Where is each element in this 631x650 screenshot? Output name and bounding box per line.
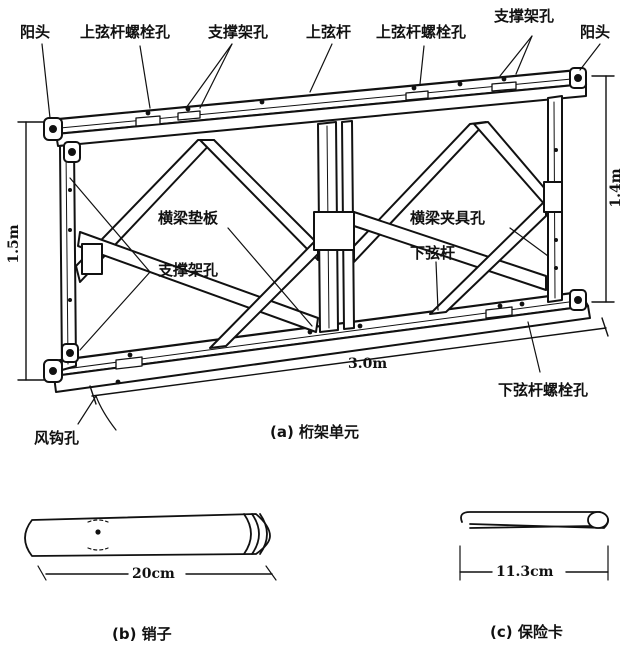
dim-height-right: 1.4m — [608, 168, 624, 208]
dim-length: 3.0m — [348, 356, 388, 372]
dim-pin-length: 20cm — [132, 566, 175, 582]
caption-c: (c) 保险卡 — [490, 623, 563, 641]
label-female-head-right: 阳头 — [580, 23, 611, 41]
label-top-chord: 上弦杆 — [306, 23, 352, 41]
truss-panel — [43, 67, 591, 393]
chord-holes — [68, 76, 558, 385]
label-transom-pad: 横梁垫板 — [158, 209, 219, 227]
caption-a: (a) 桁架单元 — [270, 423, 360, 441]
label-top-chord-bolt-hole-right: 上弦杆螺栓孔 — [376, 23, 467, 41]
label-brace-frame-hole-top-left: 支撑架孔 — [208, 23, 269, 41]
label-bottom-chord-bolt-hole: 下弦杆螺栓孔 — [498, 381, 589, 399]
transom-pad-plate — [313, 211, 355, 251]
chord-plates — [115, 81, 517, 370]
dimension-lines — [17, 75, 615, 405]
pin-drawing — [24, 513, 277, 581]
leader-lines — [41, 35, 601, 431]
dim-height-left: 1.5m — [6, 224, 22, 264]
safety-clip-drawing — [459, 511, 610, 581]
label-top-chord-bolt-hole-left: 上弦杆螺栓孔 — [80, 23, 171, 41]
label-bottom-chord: 下弦杆 — [410, 244, 456, 262]
label-brace-frame-hole-top-right: 支撑架孔 — [494, 7, 555, 25]
label-female-head-left: 阳头 — [20, 23, 51, 41]
label-brace-frame-hole-mid: 支撑架孔 — [158, 261, 219, 279]
caption-b: (b) 销子 — [112, 625, 172, 643]
dim-clip-length: 11.3cm — [496, 564, 554, 580]
label-transom-clamp-hole: 横梁夹具孔 — [410, 209, 486, 227]
label-wind-hook-hole: 风钩孔 — [34, 429, 80, 447]
